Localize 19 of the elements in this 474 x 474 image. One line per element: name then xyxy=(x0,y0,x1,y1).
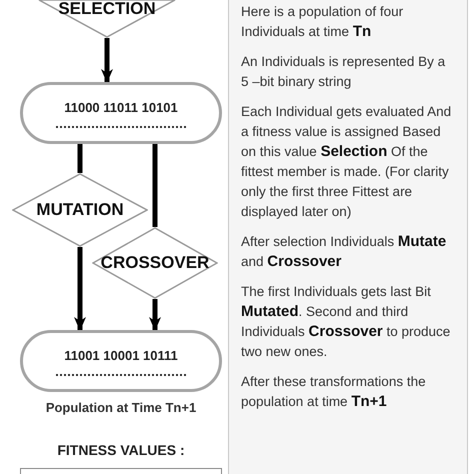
diamond-label: SELECTION xyxy=(58,0,156,18)
explanation-text: After selection Individuals Mutate and Crossover xyxy=(241,232,448,272)
connector-line xyxy=(152,144,158,227)
binary-strings: 11001 10001 10111 xyxy=(64,347,178,366)
explanation-text: The first Individuals gets last Bit Mutated. Second and third Individuals Crossover to produce two new ones. xyxy=(241,283,452,361)
diamond-label: MUTATION xyxy=(36,201,124,219)
explanation-text: Each Individual gets evaluated And a fitness value is assigned Based on this value Selection Of the fittest member is made. (For clarity only the first three Fittest are displayed later on) xyxy=(241,103,452,221)
connector-line xyxy=(78,144,82,173)
diamond-label: CROSSOVER xyxy=(100,254,210,272)
arrow xyxy=(101,38,113,83)
explanation-text: Here is a population of four Individuals at time Tn xyxy=(241,3,404,42)
explanation-text: An Individuals is represented By a 5 –bit binary string xyxy=(241,53,446,91)
arrow xyxy=(74,247,86,331)
explanation-text: After these transformations the population at time Tn+1 xyxy=(241,373,427,412)
table-heading: FITNESS VALUES : xyxy=(57,441,185,460)
node-label: Population at Time Tn+1 xyxy=(46,399,196,417)
explanation-panel xyxy=(228,0,468,474)
arrow xyxy=(149,299,161,331)
binary-strings: 11000 11011 10101 xyxy=(64,99,178,118)
